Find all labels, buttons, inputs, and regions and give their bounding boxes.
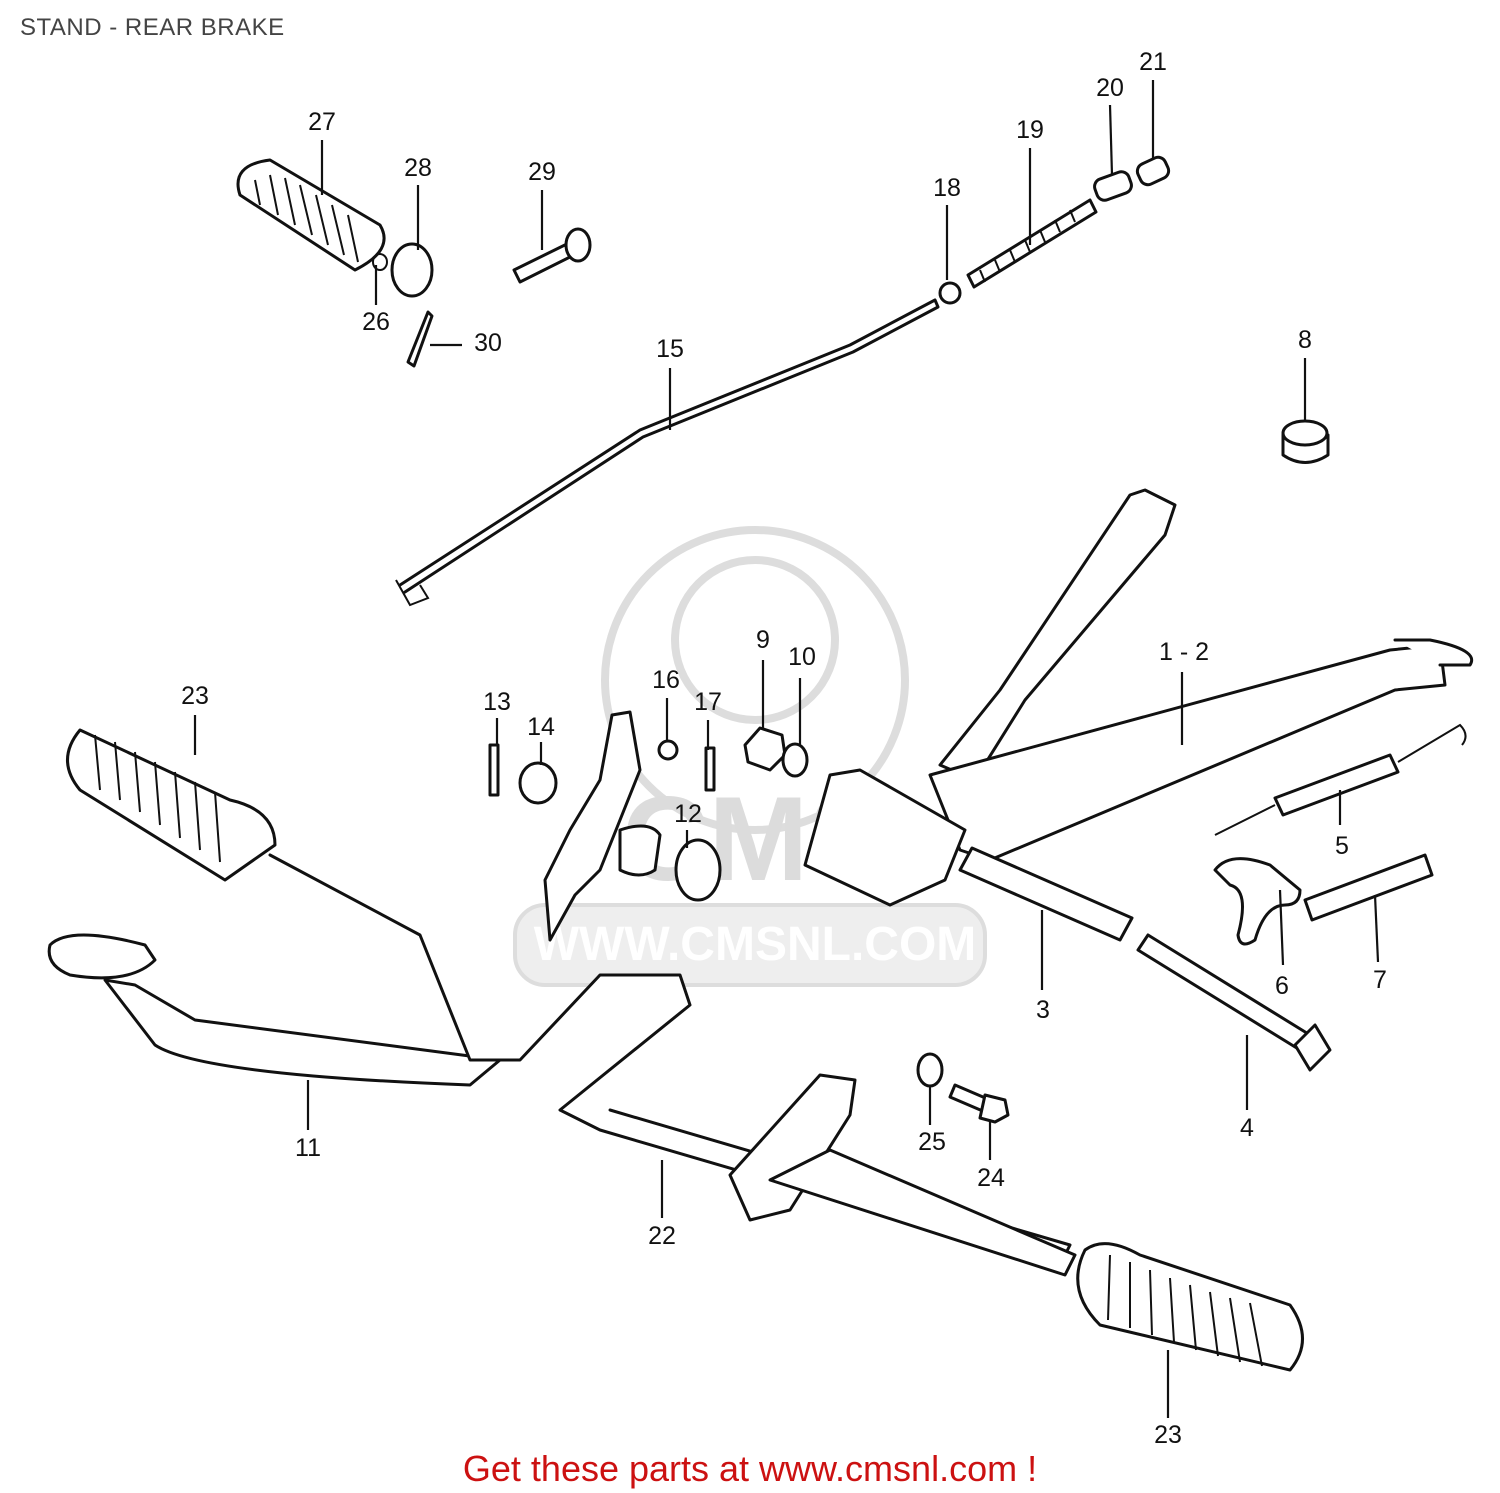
callout-7: 7 [1373, 966, 1387, 994]
part-14-washer[interactable] [518, 761, 558, 805]
callout-3: 3 [1036, 996, 1050, 1024]
part-5-stand-spring[interactable] [1273, 753, 1400, 817]
callout-10: 10 [788, 643, 816, 671]
callout-21: 21 [1139, 48, 1167, 76]
part-15-brake-rod[interactable] [398, 298, 940, 594]
callout-23-left: 23 [181, 682, 209, 710]
part-9-nut[interactable] [743, 726, 787, 772]
callout-8: 8 [1298, 326, 1312, 354]
callout-23-right: 23 [1154, 1421, 1182, 1449]
callout-16: 16 [652, 666, 680, 694]
callout-13: 13 [483, 688, 511, 716]
part-18-nut[interactable] [938, 281, 962, 305]
callout-11: 11 [295, 1134, 321, 1162]
footer-promo-link[interactable]: Get these parts at www.cmsnl.com ! [462, 1448, 1038, 1489]
part-23-footrest-rubber-right[interactable] [1076, 1242, 1304, 1372]
part-27-footrest-rubber[interactable] [236, 158, 386, 272]
part-4-pivot-bolt[interactable] [1136, 933, 1332, 1072]
part-23-footrest-rubber-left[interactable] [66, 728, 277, 882]
part-21-pin[interactable] [1135, 155, 1171, 188]
part-11-brake-pedal[interactable] [47, 933, 502, 1087]
callout-28: 28 [404, 154, 432, 182]
callout-24: 24 [977, 1164, 1005, 1192]
part-10-washer[interactable] [781, 742, 809, 778]
callout-4: 4 [1240, 1114, 1254, 1142]
callout-19: 19 [1016, 116, 1044, 144]
part-13-bolt[interactable] [488, 743, 500, 797]
watermark-url-text: WWW.CMSNL.COM [534, 918, 977, 971]
callout-30: 30 [474, 329, 502, 357]
callout-29: 29 [528, 158, 556, 186]
part-30-cotter-pin[interactable] [406, 310, 434, 368]
callout-12: 12 [674, 800, 702, 828]
part-3-pivot-shaft[interactable] [958, 846, 1134, 942]
part-25-washer[interactable] [916, 1052, 944, 1088]
part-19-spring[interactable] [966, 198, 1098, 289]
callout-26: 26 [362, 308, 390, 336]
part-17-bolt[interactable] [704, 746, 716, 792]
leader-lines [193, 80, 1380, 1418]
diagram-title: STAND - REAR BRAKE [20, 14, 285, 41]
callout-5: 5 [1335, 832, 1349, 860]
part-brake-arm[interactable] [543, 710, 642, 942]
part-24-bolt[interactable] [948, 1083, 1010, 1124]
part-1-2-main-stand[interactable] [803, 488, 1474, 907]
callout-18: 18 [933, 174, 961, 202]
callout-14: 14 [527, 713, 555, 741]
callout-9: 9 [756, 626, 770, 654]
callout-25: 25 [918, 1128, 946, 1156]
part-26-pin[interactable] [372, 253, 388, 271]
part-28-washer[interactable] [390, 242, 434, 298]
part-16-nut[interactable] [657, 739, 679, 761]
part-6-spring-hook[interactable] [1213, 857, 1302, 946]
callout-6: 6 [1275, 972, 1289, 1000]
callout-1-2: 1 - 2 [1159, 638, 1209, 666]
callout-27: 27 [308, 108, 336, 136]
callout-labels: 27 28 26 30 29 18 19 20 21 15 8 1 - 2 5 … [181, 48, 1387, 1449]
callout-22: 22 [648, 1222, 676, 1250]
part-7-side-spring[interactable] [1303, 853, 1434, 922]
part-29-clevis-pin[interactable] [512, 227, 592, 284]
part-12-return-spring[interactable] [674, 838, 722, 902]
part-20-joint[interactable] [1092, 170, 1133, 203]
callout-20: 20 [1096, 74, 1124, 102]
part-8-cap[interactable] [1281, 419, 1330, 464]
part-22-footrest-bar[interactable] [268, 853, 1077, 1277]
callout-15: 15 [656, 335, 684, 363]
callout-17: 17 [694, 688, 722, 716]
